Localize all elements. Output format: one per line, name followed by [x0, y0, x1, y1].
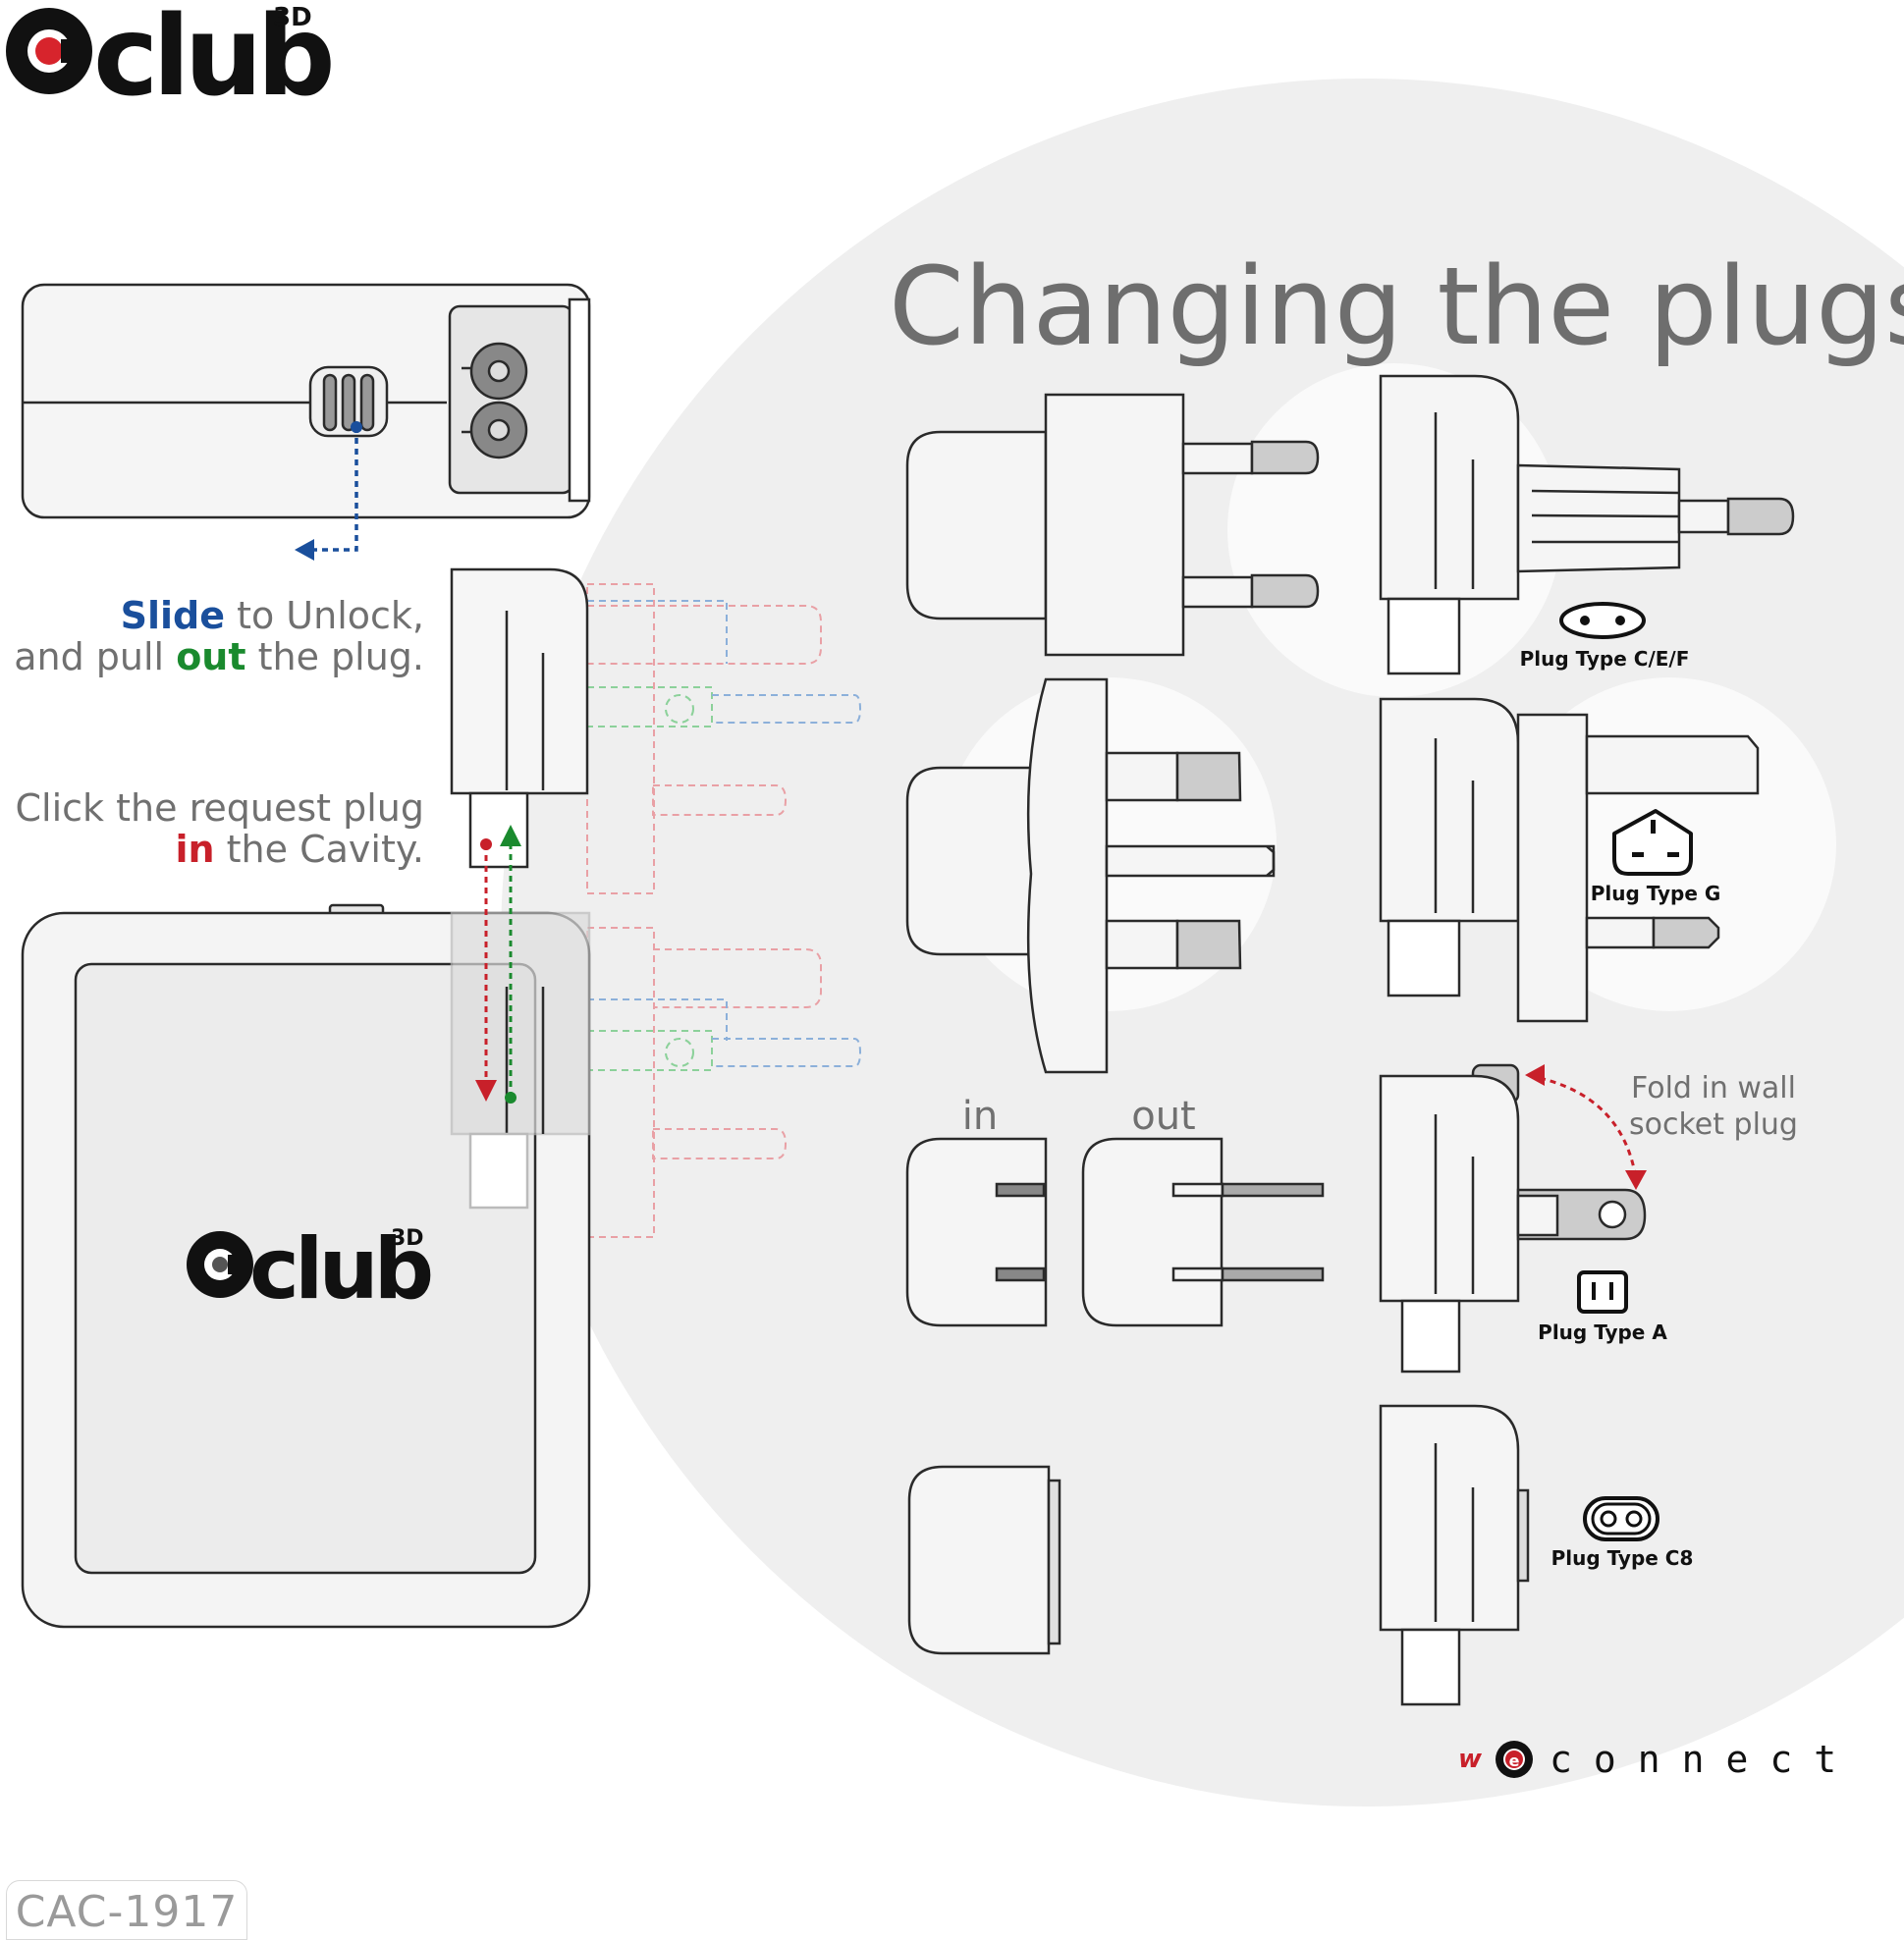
cavity-suffix: the Cavity.: [215, 828, 424, 871]
charger-logo: club 3D: [187, 1220, 436, 1319]
out-label: out: [1131, 1094, 1196, 1139]
uk-adapter: [905, 677, 1276, 1074]
pull-word: out: [176, 635, 245, 678]
module-a: [1379, 1063, 1647, 1374]
in-label: in: [962, 1094, 998, 1139]
page-title: Changing the plugs: [889, 243, 1904, 369]
c8-label: Plug Type C8: [1551, 1546, 1694, 1570]
module-c8: [1379, 1404, 1530, 1706]
ghost-plug-outlines: [586, 583, 862, 1238]
weconnect-logo: w e connect: [1458, 1738, 1858, 1781]
slide-rest: to Unlock,: [225, 594, 424, 637]
cef-label: Plug Type C/E/F: [1520, 647, 1690, 671]
plug-module: [450, 567, 589, 869]
g-label: Plug Type G: [1591, 882, 1721, 905]
logo-superscript: 3D: [273, 3, 312, 32]
in-word: in: [175, 828, 214, 871]
fold-arrow: [1525, 1064, 1647, 1190]
charger-logo-text: club: [249, 1220, 431, 1319]
charger-side-view: [21, 283, 591, 519]
weconnect-e: e: [1509, 1751, 1520, 1770]
slide-word: Slide: [121, 594, 225, 637]
click-instruction: Click the request plug: [16, 786, 424, 830]
model-number: CAC-1917: [15, 1887, 239, 1937]
slide-instruction: Slide to Unlock,: [121, 594, 424, 637]
cavity-instruction: in the Cavity.: [175, 828, 424, 871]
model-number-tag: CAC-1917: [6, 1880, 247, 1940]
eu-adapter: [905, 393, 1320, 657]
weconnect-w: w: [1458, 1745, 1483, 1774]
club3d-logo: club 3D: [6, 0, 338, 121]
us-adapter-out: [1081, 1137, 1325, 1327]
us-adapter-in: [905, 1137, 1048, 1327]
module-cef: [1379, 374, 1795, 675]
logo-text: club: [93, 0, 332, 121]
cef-socket-icon: [1559, 602, 1646, 639]
fold-line-1: Fold in wall: [1631, 1071, 1796, 1105]
a-socket-icon: [1577, 1270, 1628, 1314]
slide-unlock-arrow: [295, 421, 362, 561]
weconnect-text: connect: [1550, 1738, 1858, 1781]
a-label: Plug Type A: [1538, 1320, 1667, 1344]
c8-adapter: [907, 1465, 1061, 1655]
c8-socket-icon: [1583, 1496, 1659, 1541]
module-g: [1379, 697, 1760, 1023]
charger-logo-sup: 3D: [391, 1226, 424, 1251]
charger-front-view: [21, 903, 591, 1629]
fold-line-2: socket plug: [1629, 1107, 1798, 1142]
pull-instruction: and pull out the plug.: [14, 635, 424, 678]
g-socket-icon: [1612, 809, 1693, 876]
pull-prefix: and pull: [14, 635, 176, 678]
insert-arrows: [475, 825, 521, 1104]
pull-suffix: the plug.: [246, 635, 424, 678]
